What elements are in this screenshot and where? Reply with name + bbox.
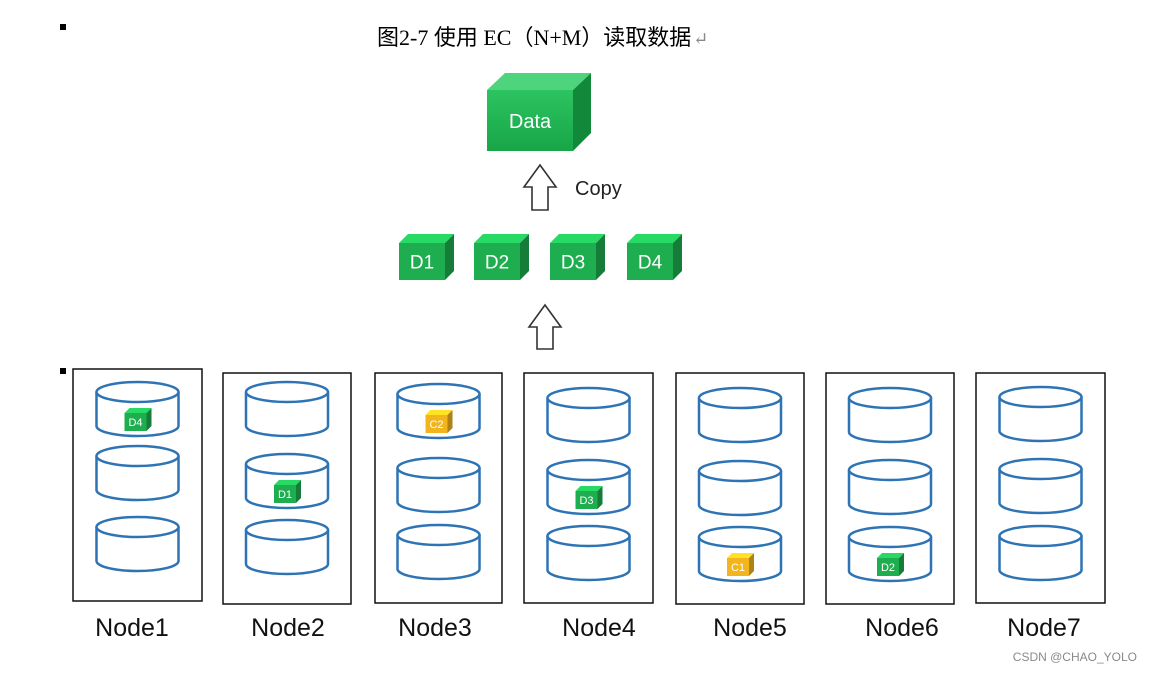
node1-chunk-d4-label: D4	[128, 417, 142, 429]
node2-chunk-d1: D1	[274, 480, 301, 503]
node2-disk-1	[244, 380, 330, 438]
node1-chunk-d4: D4	[124, 408, 152, 431]
node3-chunk-c2: C2	[425, 410, 453, 433]
node3-disk-1: C2	[396, 382, 481, 440]
node-node5: C1	[675, 372, 805, 605]
node6-disk-1	[847, 386, 933, 444]
chunk-row: D1 D2 D3 D4	[399, 234, 682, 280]
node2-label: Node2	[251, 614, 325, 642]
chunk-d1-label: D1	[410, 252, 434, 273]
return-mark: ↵	[693, 29, 709, 49]
node4-chunk-d3-label: D3	[579, 495, 593, 507]
node5-chunk-c1-label: C1	[731, 562, 745, 574]
node-node7	[975, 372, 1106, 604]
node3-chunk-c2-label: C2	[429, 419, 443, 431]
node6-disk-3: D2	[847, 525, 933, 583]
node-node3: C2	[374, 372, 503, 604]
node6-disk-2	[847, 458, 933, 516]
node2-disk-2: D1	[244, 452, 330, 510]
chunk-d3-label: D3	[561, 252, 585, 273]
node5-disk-1	[697, 386, 783, 444]
node5-label: Node5	[713, 614, 787, 642]
chunk-d4: D4	[627, 234, 682, 280]
chunk-d4-label: D4	[638, 252, 663, 273]
node3-disk-3	[396, 523, 481, 581]
gather-arrow	[527, 303, 563, 350]
node-node1: D4	[72, 368, 203, 602]
data-cube: Data	[487, 73, 591, 151]
copy-arrow	[522, 163, 558, 211]
chunk-d2: D2	[474, 234, 529, 280]
node4-disk-1	[546, 386, 631, 444]
node4-disk-3	[546, 524, 631, 582]
node5-chunk-c1: C1	[727, 553, 754, 576]
node7-disk-1	[998, 385, 1083, 443]
node2-chunk-d1-label: D1	[278, 489, 292, 501]
node2-disk-3	[244, 518, 330, 576]
chunk-d3: D3	[550, 234, 605, 280]
node-node4: D3	[523, 372, 654, 604]
node1-disk-1: D4	[95, 380, 180, 438]
chunk-d1: D1	[399, 234, 454, 280]
node7-label: Node7	[1007, 614, 1081, 642]
node1-label: Node1	[95, 614, 169, 642]
node5-disk-2	[697, 459, 783, 517]
node3-label: Node3	[398, 614, 472, 642]
node7-disk-2	[998, 457, 1083, 515]
node4-label: Node4	[562, 614, 636, 642]
node6-label: Node6	[865, 614, 939, 642]
data-label: Data	[509, 111, 552, 133]
node-node2: D1	[222, 372, 352, 605]
node7-disk-3	[998, 524, 1083, 582]
node-node6: D2	[825, 372, 955, 605]
node6-chunk-d2: D2	[877, 553, 904, 576]
node4-chunk-d3: D3	[575, 486, 603, 509]
watermark: CSDN @CHAO_YOLO	[1012, 650, 1137, 664]
node1-disk-3	[95, 515, 180, 573]
bullet-marker-nodes	[60, 368, 66, 374]
node3-disk-2	[396, 456, 481, 514]
node4-disk-2: D3	[546, 458, 631, 516]
figure-caption: 图2-7 使用 EC（N+M）读取数据↵	[377, 25, 709, 50]
bullet-marker-top	[60, 24, 66, 30]
copy-label: Copy	[575, 178, 622, 200]
node1-disk-2	[95, 444, 180, 502]
node5-disk-3: C1	[697, 525, 783, 583]
chunk-d2-label: D2	[485, 252, 509, 273]
node6-chunk-d2-label: D2	[881, 562, 895, 574]
